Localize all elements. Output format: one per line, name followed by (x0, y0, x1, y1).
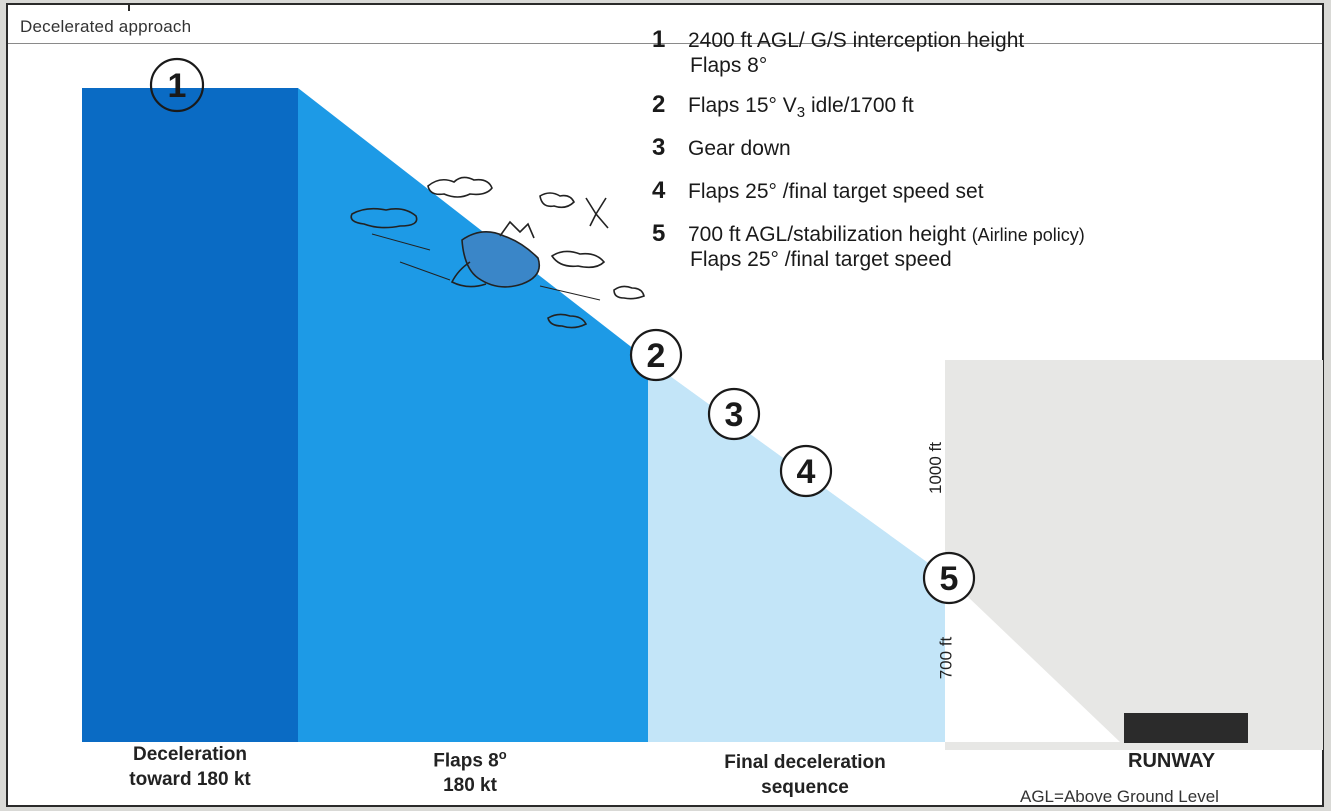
legend-step-5-number: 5 (652, 220, 666, 247)
step-marker-5: 5 (922, 551, 976, 605)
step-marker-5-circle (922, 551, 976, 605)
step-marker-1: 1 (149, 57, 205, 113)
aircraft-illustration (450, 197, 609, 288)
legend-step-4-text: Flaps 25° /final target speed set (688, 180, 984, 203)
segment-label-deceleration: Deceleration toward 180 kt (82, 742, 298, 792)
legend-step-4-number: 4 (652, 177, 666, 204)
legend-step-1-text: 2400 ft AGL/ G/S interception height (688, 29, 1025, 52)
speed-lines (371, 233, 601, 301)
legend-step-2-subscript: 3 (796, 104, 806, 122)
step-marker-4-circle (779, 444, 833, 498)
segment-final-deceleration (648, 360, 945, 742)
legend-step-3-number: 3 (652, 134, 666, 161)
step-marker-2-text: 2 (647, 337, 666, 375)
segment-label-flaps8-degree: o (498, 747, 507, 762)
step-marker-1-circle (149, 57, 205, 113)
step-marker-3-circle (707, 387, 761, 441)
legend-step-5: 5 700 ft AGL/stabilization height (Airlin… (652, 222, 1085, 247)
segment-label-flaps8-line2: 180 kt (443, 775, 497, 797)
legend-step-2-text-pre: Flaps 15° V (688, 94, 797, 117)
legend-step-3: 3 Gear down (652, 136, 791, 161)
legend-step-4: 4 Flaps 25° /final target speed set (652, 179, 984, 204)
step-marker-1-text: 1 (168, 67, 187, 105)
segment-label-final-line1: Final deceleration (724, 752, 886, 773)
height-label-700: 700 ft (936, 636, 956, 680)
legend-step-2-number: 2 (652, 91, 666, 118)
legend-step-1-sub: Flaps 8° (690, 54, 768, 77)
legend-step-1: 1 2400 ft AGL/ G/S interception height (652, 28, 1024, 53)
clouds-illustration (350, 176, 645, 329)
runway-block (1124, 713, 1248, 743)
legend-step-5-sub: Flaps 25° /final target speed (690, 248, 952, 271)
segment-final-approach (945, 575, 1120, 742)
legend-step-5-note: (Airline policy) (971, 225, 1085, 245)
legend-step-3-text: Gear down (688, 137, 791, 160)
segment-gap (648, 355, 945, 360)
segment-deceleration (82, 88, 298, 742)
legend-step-2-text-post: idle/1700 ft (805, 94, 914, 117)
step-marker-4: 4 (779, 444, 833, 498)
segment-label-final-deceleration: Final deceleration sequence (680, 750, 930, 800)
step-marker-4-text: 4 (797, 453, 816, 491)
agl-footnote: AGL=Above Ground Level (1020, 787, 1219, 806)
step-marker-5-text: 5 (940, 560, 959, 598)
runway-label: RUNWAY (1128, 750, 1216, 772)
segment-label-flaps8: Flaps 8o 180 kt (370, 742, 570, 798)
tab-edge (8, 5, 130, 11)
legend-step-2: 2 Flaps 15° V3 idle/1700 ft (652, 93, 914, 125)
step-marker-2: 2 (629, 328, 683, 382)
legend-step-1-number: 1 (652, 26, 666, 53)
step-marker-3-text: 3 (725, 396, 744, 434)
segment-label-deceleration-line2: toward 180 kt (129, 769, 251, 790)
segment-flaps8 (298, 88, 648, 742)
step-marker-3: 3 (707, 387, 761, 441)
segment-label-final-line2: sequence (761, 777, 849, 798)
height-label-1000: 1000 ft (926, 442, 945, 494)
segment-label-flaps8-line1: Flaps 8 (433, 750, 499, 772)
legend-step-5-text: 700 ft AGL/stabilization height (688, 223, 972, 246)
title-divider (8, 43, 1322, 44)
segment-label-deceleration-line1: Deceleration (132, 744, 248, 765)
page-title: Decelerated approach (20, 17, 192, 36)
step-marker-2-circle (629, 328, 683, 382)
